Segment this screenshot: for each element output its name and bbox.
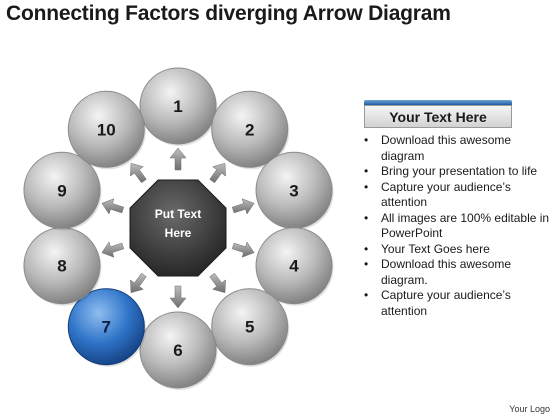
arrow-7: [130, 272, 147, 294]
node-label: 2: [245, 120, 254, 139]
node-label: 6: [173, 341, 182, 360]
arrow-1: [169, 147, 187, 171]
node-label: 7: [102, 318, 111, 337]
node-7: 7: [67, 288, 146, 367]
arrow-8: [101, 241, 125, 258]
arrow-3: [231, 198, 255, 215]
center-text: Put Text: [155, 207, 201, 221]
bullet-item: Download this awesome diagram: [361, 133, 551, 164]
arrow-10: [130, 162, 147, 184]
node-label: 1: [173, 97, 182, 116]
footer-logo: Your Logo: [509, 404, 550, 414]
node-6: 6: [139, 311, 218, 390]
node-2: 2: [211, 90, 290, 170]
bullet-item: Bring your presentation to life: [361, 164, 551, 180]
arrow-6: [169, 285, 187, 309]
center-octagon: [129, 179, 227, 277]
bullet-list: Download this awesome diagram Bring your…: [361, 133, 551, 319]
node-5: 5: [211, 288, 290, 367]
arrow-4: [231, 241, 255, 258]
node-label: 5: [245, 318, 254, 337]
node-label: 10: [97, 120, 116, 139]
bullet-item: Capture your audience’s attention: [361, 288, 551, 319]
node-3: 3: [255, 151, 334, 231]
bullet-item: Your Text Goes here: [361, 242, 551, 258]
node-10: 10: [67, 90, 146, 170]
bullet-item: All images are 100% editable in PowerPoi…: [361, 211, 551, 242]
node-label: 8: [57, 257, 66, 276]
panel-header-box: Your Text Here: [364, 105, 512, 128]
panel-header: Your Text Here: [364, 100, 512, 128]
node-1: 1: [139, 67, 218, 146]
node-label: 3: [289, 181, 298, 200]
panel-header-accent: [364, 100, 512, 105]
node-label: 9: [57, 181, 66, 200]
arrow-9: [101, 198, 125, 215]
bullet-item: Capture your audience’s attention: [361, 180, 551, 211]
node-label: 4: [289, 257, 299, 276]
page-title: Connecting Factors diverging Arrow Diagr…: [6, 2, 451, 25]
arrow-2: [209, 162, 226, 184]
node-4: 4: [255, 227, 334, 306]
node-9: 9: [23, 151, 102, 231]
panel-header-text: Your Text Here: [389, 108, 487, 125]
node-8: 8: [23, 227, 102, 306]
arrow-5: [209, 272, 226, 294]
center-text: Here: [165, 226, 192, 240]
bullet-item: Download this awesome diagram.: [361, 257, 551, 288]
